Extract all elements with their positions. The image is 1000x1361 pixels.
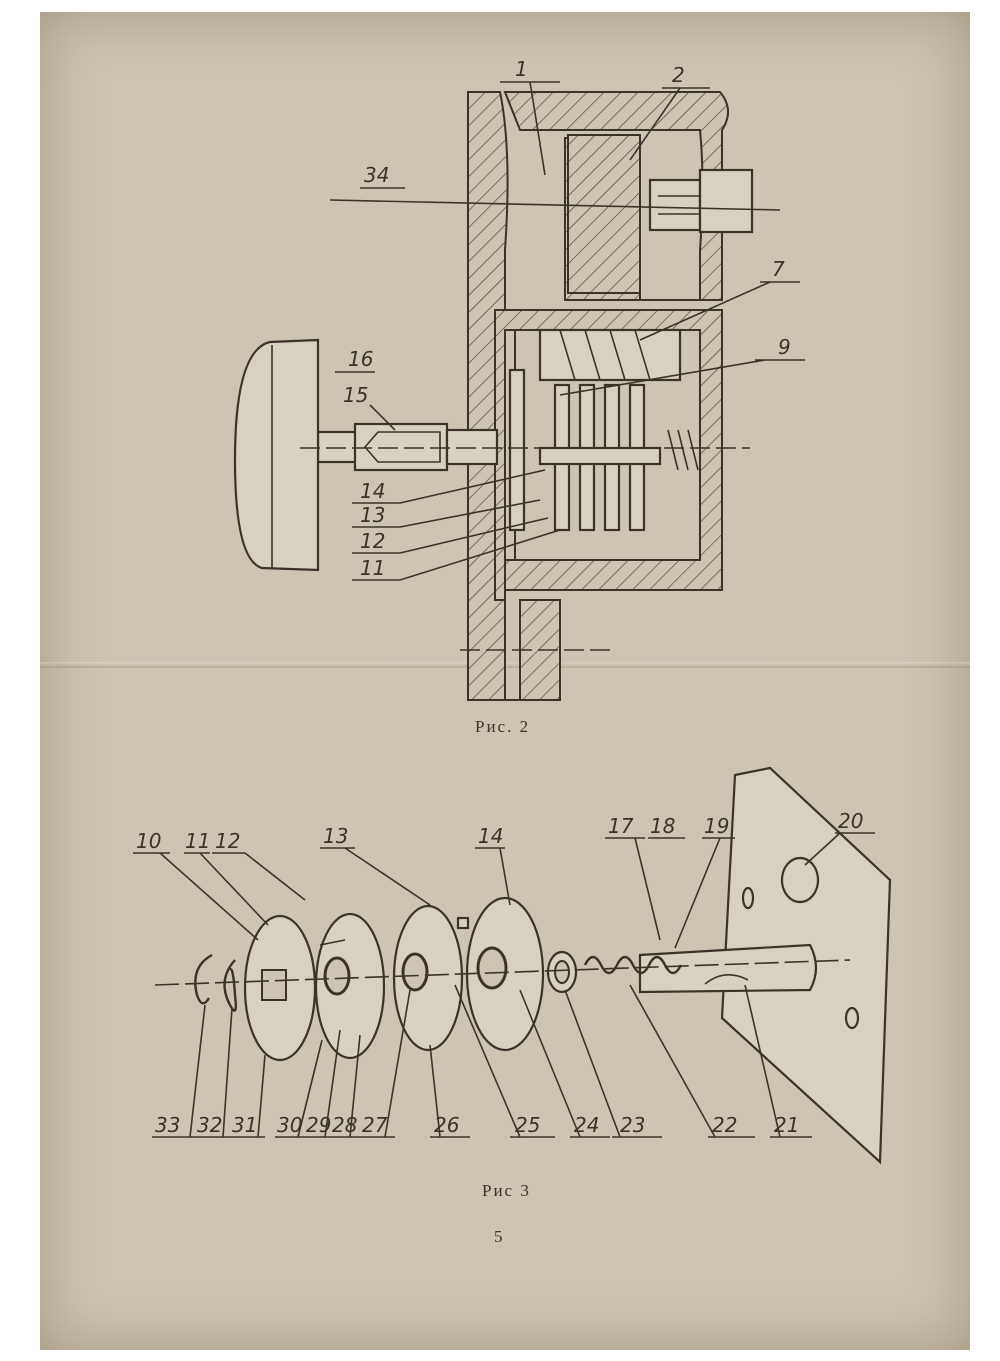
fig3-label-14: 14 [478, 824, 503, 848]
disc-stack [508, 368, 662, 532]
fig3-label-32: 32 [197, 1113, 222, 1137]
block-part-2 [567, 134, 641, 294]
fig2-label-34: 34 [364, 163, 389, 187]
fig3-label-29: 29 [306, 1113, 331, 1137]
leader-lines-fig2 [335, 81, 805, 581]
figure-2-section-drawing: 1 2 34 7 9 16 15 14 13 12 11 Рис. 2 [233, 57, 805, 736]
disc-part-14 [465, 896, 545, 1052]
fig3-label-25: 25 [515, 1113, 540, 1137]
fig3-label-33: 33 [155, 1113, 180, 1137]
fig2-label-2: 2 [672, 63, 685, 87]
spring-part-33 [194, 953, 213, 1005]
fig3-label-17: 17 [608, 814, 634, 838]
fig2-label-11: 11 [360, 556, 385, 580]
fig3-label-23: 23 [620, 1113, 645, 1137]
fig3-label-26: 26 [434, 1113, 459, 1137]
fig2-label-7: 7 [772, 257, 785, 281]
fig3-label-19: 19 [704, 814, 729, 838]
page-number: 5 [494, 1227, 505, 1246]
knob-part-16 [233, 338, 320, 572]
spring-right [667, 429, 699, 471]
spring-part-32 [223, 959, 238, 1012]
fig2-label-14: 14 [360, 479, 385, 503]
fig2-label-15: 15 [343, 383, 368, 407]
fig3-caption: Рис 3 [482, 1181, 531, 1200]
fig3-label-21: 21 [774, 1113, 799, 1137]
spring-part-22 [583, 955, 683, 975]
fig2-label-16: 16 [348, 347, 373, 371]
fig3-label-13: 13 [323, 824, 348, 848]
spring-part-7 [538, 328, 682, 382]
fig2-label-13: 13 [360, 503, 385, 527]
shaft-part-21 [638, 943, 818, 994]
fig3-label-27: 27 [362, 1113, 388, 1137]
fig2-label-12: 12 [360, 529, 385, 553]
fig3-label-22: 22 [712, 1113, 737, 1137]
housing-body [467, 91, 561, 701]
fig3-label-31: 31 [232, 1113, 257, 1137]
fig3-label-18: 18 [650, 814, 675, 838]
screw-part-34 [648, 168, 754, 234]
fig3-label-11: 11 [185, 829, 210, 853]
fig3-label-20: 20 [838, 809, 863, 833]
figure-3-exploded-drawing: 10 11 12 13 14 17 18 19 20 33 32 31 30 2… [133, 766, 892, 1200]
fig2-caption: Рис. 2 [475, 717, 530, 736]
fig2-label-1: 1 [515, 57, 528, 81]
fig3-label-24: 24 [574, 1113, 599, 1137]
disc-part-13 [392, 904, 470, 1052]
shaft-part-15 [316, 422, 499, 472]
disc-part-12 [314, 912, 386, 1060]
fig3-label-10: 10 [136, 829, 161, 853]
fig3-label-28: 28 [332, 1113, 357, 1137]
leader-lines-fig3-top [133, 832, 875, 949]
fig3-label-12: 12 [215, 829, 240, 853]
fig2-label-9: 9 [778, 335, 791, 359]
disc-part-11 [243, 914, 317, 1062]
fig3-label-30: 30 [277, 1113, 302, 1137]
leader-lines-fig3-bottom [152, 984, 812, 1138]
